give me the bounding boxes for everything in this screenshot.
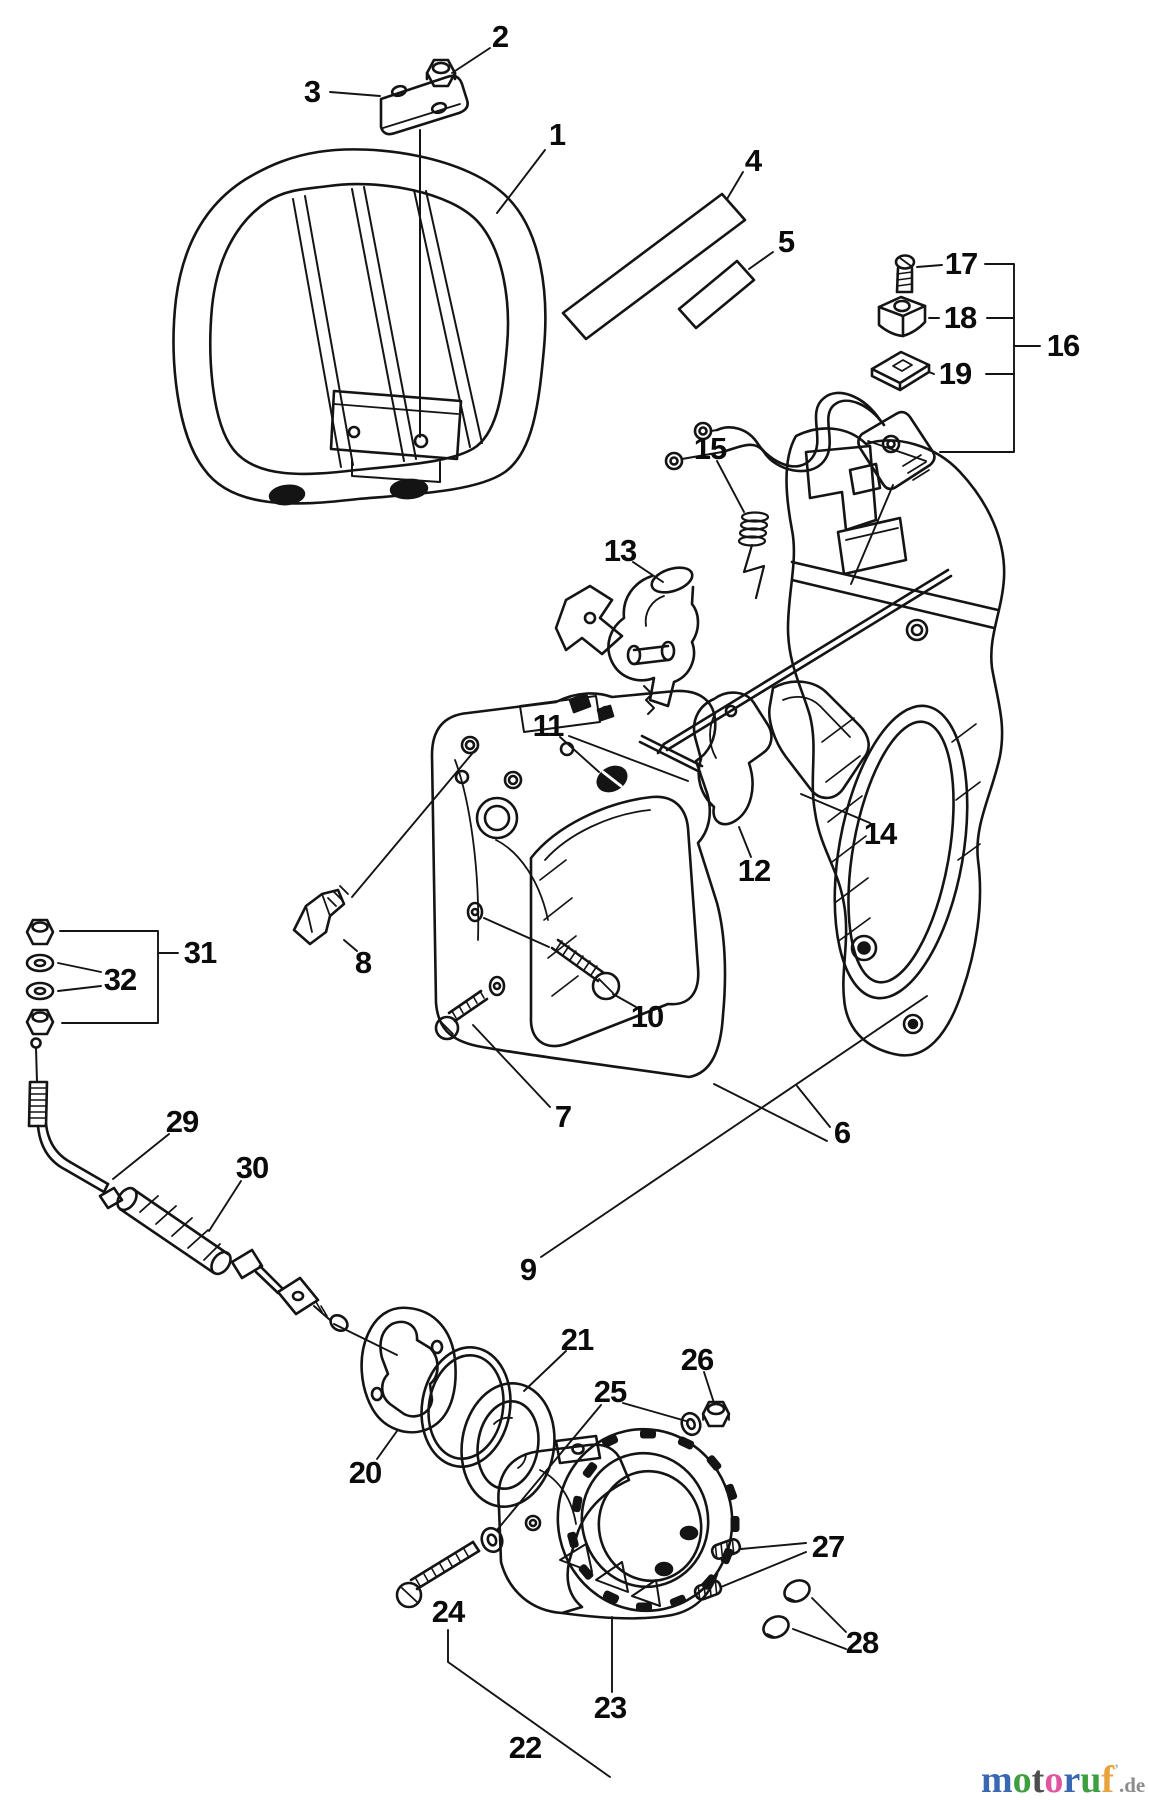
callout-17: 17 [944,246,978,281]
right-housing-half [656,427,1006,1057]
callout-30: 30 [235,1150,269,1185]
callout-26: 26 [680,1342,714,1377]
left-housing-half [430,689,727,1079]
watermark-letter: t [1031,1759,1045,1800]
part-30-tube [116,1186,232,1276]
callout-10: 10 [630,999,664,1034]
part-23-fan-cover [497,1427,740,1620]
watermark-word: motoruf [981,1759,1114,1800]
callout-25: 25 [593,1374,627,1409]
callout-20: 20 [348,1455,382,1490]
part-4-sticker [561,192,747,341]
callout-31: 31 [183,935,217,970]
callout-1: 1 [548,117,566,152]
part-11-cap [596,765,628,793]
callout-27: 27 [811,1529,845,1564]
part-14-lockout-lever [768,680,870,800]
part-24-screw [395,1540,481,1609]
callout-32: 32 [103,962,137,997]
callout-5: 5 [777,224,795,259]
part-7-screw [434,989,489,1041]
part-5-sticker [677,259,756,330]
part-8-fitting [292,885,349,946]
callout-4: 4 [744,143,762,178]
callout-29: 29 [165,1104,199,1139]
part-19-plate [870,350,931,392]
part-17-screw [894,254,916,294]
part-21-rings [420,1346,556,1508]
watermark-letter: u [1080,1759,1102,1800]
part-2-nut [425,58,457,88]
watermark-letter: r [1063,1759,1081,1800]
callout-19: 19 [938,356,972,391]
callout-22: 22 [508,1730,542,1765]
part-25-washers [480,1411,702,1554]
callout-15: 15 [693,431,727,466]
callout-18: 18 [943,300,977,335]
watermark-suffix: .de [1118,1773,1146,1797]
part-1-handle-frame [172,148,547,506]
callout-12: 12 [737,853,771,888]
part-29-cable [27,1037,124,1210]
part-27-springs [693,1538,742,1601]
part-16-switch [664,391,936,491]
callout-7: 7 [554,1099,572,1134]
callout-24: 24 [431,1594,465,1629]
part-12-throttle-trigger [692,691,773,826]
callout-14: 14 [863,816,897,851]
watermark-logo: motoruf’.de [981,1750,1146,1800]
part-3-plate [379,74,469,438]
watermark-tm-mark: ’ [1113,1762,1119,1778]
part-18-block [877,295,927,338]
part-10-screw [550,938,621,1001]
callout-28: 28 [845,1625,879,1660]
watermark-letter: o [1012,1759,1032,1800]
part-15-spring [737,511,770,600]
watermark-letter: o [1044,1759,1064,1800]
cable-end-adjuster [230,1248,349,1333]
part-13-latch-lever [607,566,700,708]
callout-8: 8 [354,945,372,980]
callout-16: 16 [1046,328,1080,363]
callout-2: 2 [491,19,509,54]
callout-6: 6 [833,1115,851,1150]
watermark-letter: m [981,1759,1013,1800]
callout-3: 3 [303,74,321,109]
callout-13: 13 [603,533,637,568]
callout-11: 11 [532,708,565,743]
callout-21: 21 [560,1322,594,1357]
watermark-letter: f [1101,1759,1114,1800]
leader-lines [57,47,1041,1778]
callout-23: 23 [593,1690,627,1725]
hardware-31-32 [25,918,55,1036]
part-28-plugs [762,1579,811,1639]
callout-9: 9 [519,1252,537,1287]
part-26-nut [701,1400,731,1428]
